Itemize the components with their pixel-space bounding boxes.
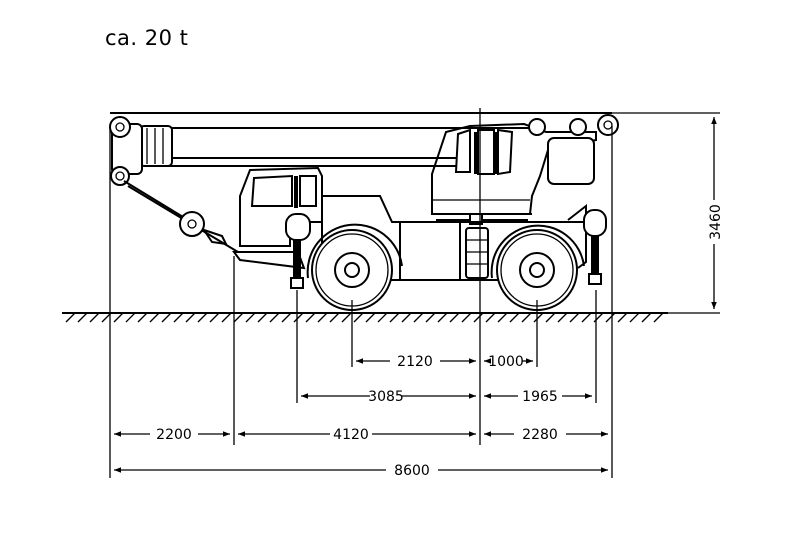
- ground-hatch-stroke: [605, 312, 616, 323]
- ground-hatch-stroke: [209, 312, 220, 323]
- ground-hatch-stroke: [173, 312, 184, 323]
- dim-rotation-to-rear-outrigger: 1965: [522, 389, 558, 405]
- ground-hatch-stroke: [533, 312, 544, 323]
- ground-hatch-stroke: [353, 312, 364, 323]
- ground-hatch-stroke: [401, 312, 412, 323]
- ground-hatch-stroke: [569, 312, 580, 323]
- ground-hatch-stroke: [125, 312, 136, 323]
- dim-front-to-rotation: 4120: [333, 427, 369, 443]
- ground-hatch-stroke: [473, 312, 484, 323]
- crane-illustration: [109, 112, 619, 311]
- ground-hatch-stroke: [461, 312, 472, 323]
- ground-hatch-stroke: [365, 312, 376, 323]
- ground-hatch-stroke: [617, 312, 628, 323]
- ground-hatch-stroke: [437, 312, 448, 323]
- ground-hatch-stroke: [581, 312, 592, 323]
- ground-hatch-stroke: [425, 312, 436, 323]
- rear-outrigger: [583, 209, 607, 285]
- ground-hatch-stroke: [509, 312, 520, 323]
- ground-hatch-stroke: [545, 312, 556, 323]
- ground-hatch-stroke: [185, 312, 196, 323]
- ground-hatch-stroke: [413, 312, 424, 323]
- ground-hatch-stroke: [389, 312, 400, 323]
- ground-hatch-stroke: [653, 312, 664, 323]
- boom: [109, 112, 612, 186]
- ground-hatch-stroke: [485, 312, 496, 323]
- ground-hatch-stroke: [629, 312, 640, 323]
- hook-block: [123, 180, 239, 253]
- ground-hatch-stroke: [317, 312, 328, 323]
- ground-hatch-stroke: [329, 312, 340, 323]
- ground-hatch-stroke: [497, 312, 508, 323]
- ground-hatch-stroke: [113, 312, 124, 323]
- dimension-lines: [114, 117, 717, 473]
- ground-hatch-stroke: [293, 312, 304, 323]
- ground-hatch-stroke: [89, 312, 100, 323]
- ground-hatch-stroke: [161, 312, 172, 323]
- ground-hatch-stroke: [77, 312, 88, 323]
- ground-hatch-stroke: [557, 312, 568, 323]
- dim-rear-overhang: 2280: [522, 427, 558, 443]
- page-title: ca. 20 t: [105, 26, 189, 50]
- superstructure: [431, 114, 619, 225]
- ground-hatch-stroke: [245, 312, 256, 323]
- ground-hatch-stroke: [521, 312, 532, 323]
- extension-lines: [109, 108, 720, 478]
- ground-hatch-stroke: [305, 312, 316, 323]
- ground-hatch-stroke: [65, 312, 76, 323]
- dim-rotation-to-rear-axle: 1000: [488, 354, 524, 370]
- rear-wheel: [490, 224, 585, 311]
- dim-axle-to-rotation: 2120: [397, 354, 433, 370]
- ground-hatch-stroke: [197, 312, 208, 323]
- dim-front-overhang: 2200: [156, 427, 192, 443]
- ground-hatch-stroke: [137, 312, 148, 323]
- ground-hatch-stroke: [221, 312, 232, 323]
- ground-line: [62, 312, 668, 323]
- suspension: [465, 227, 489, 279]
- dim-height: 3460: [708, 204, 724, 240]
- ground-hatch-stroke: [641, 312, 652, 323]
- ground-hatch-stroke: [341, 312, 352, 323]
- ground-hatch-stroke: [149, 312, 160, 323]
- ground-hatch-stroke: [257, 312, 268, 323]
- ground-hatch-stroke: [233, 312, 244, 323]
- front-outrigger: [285, 213, 311, 289]
- ground-hatch-stroke: [269, 312, 280, 323]
- dim-overall-length: 8600: [394, 463, 430, 479]
- dim-front-outrigger-to-rotation: 3085: [368, 389, 404, 405]
- ground-hatch-stroke: [377, 312, 388, 323]
- ground-hatch-stroke: [281, 312, 292, 323]
- ground-hatch-stroke: [449, 312, 460, 323]
- front-wheel: [306, 223, 403, 311]
